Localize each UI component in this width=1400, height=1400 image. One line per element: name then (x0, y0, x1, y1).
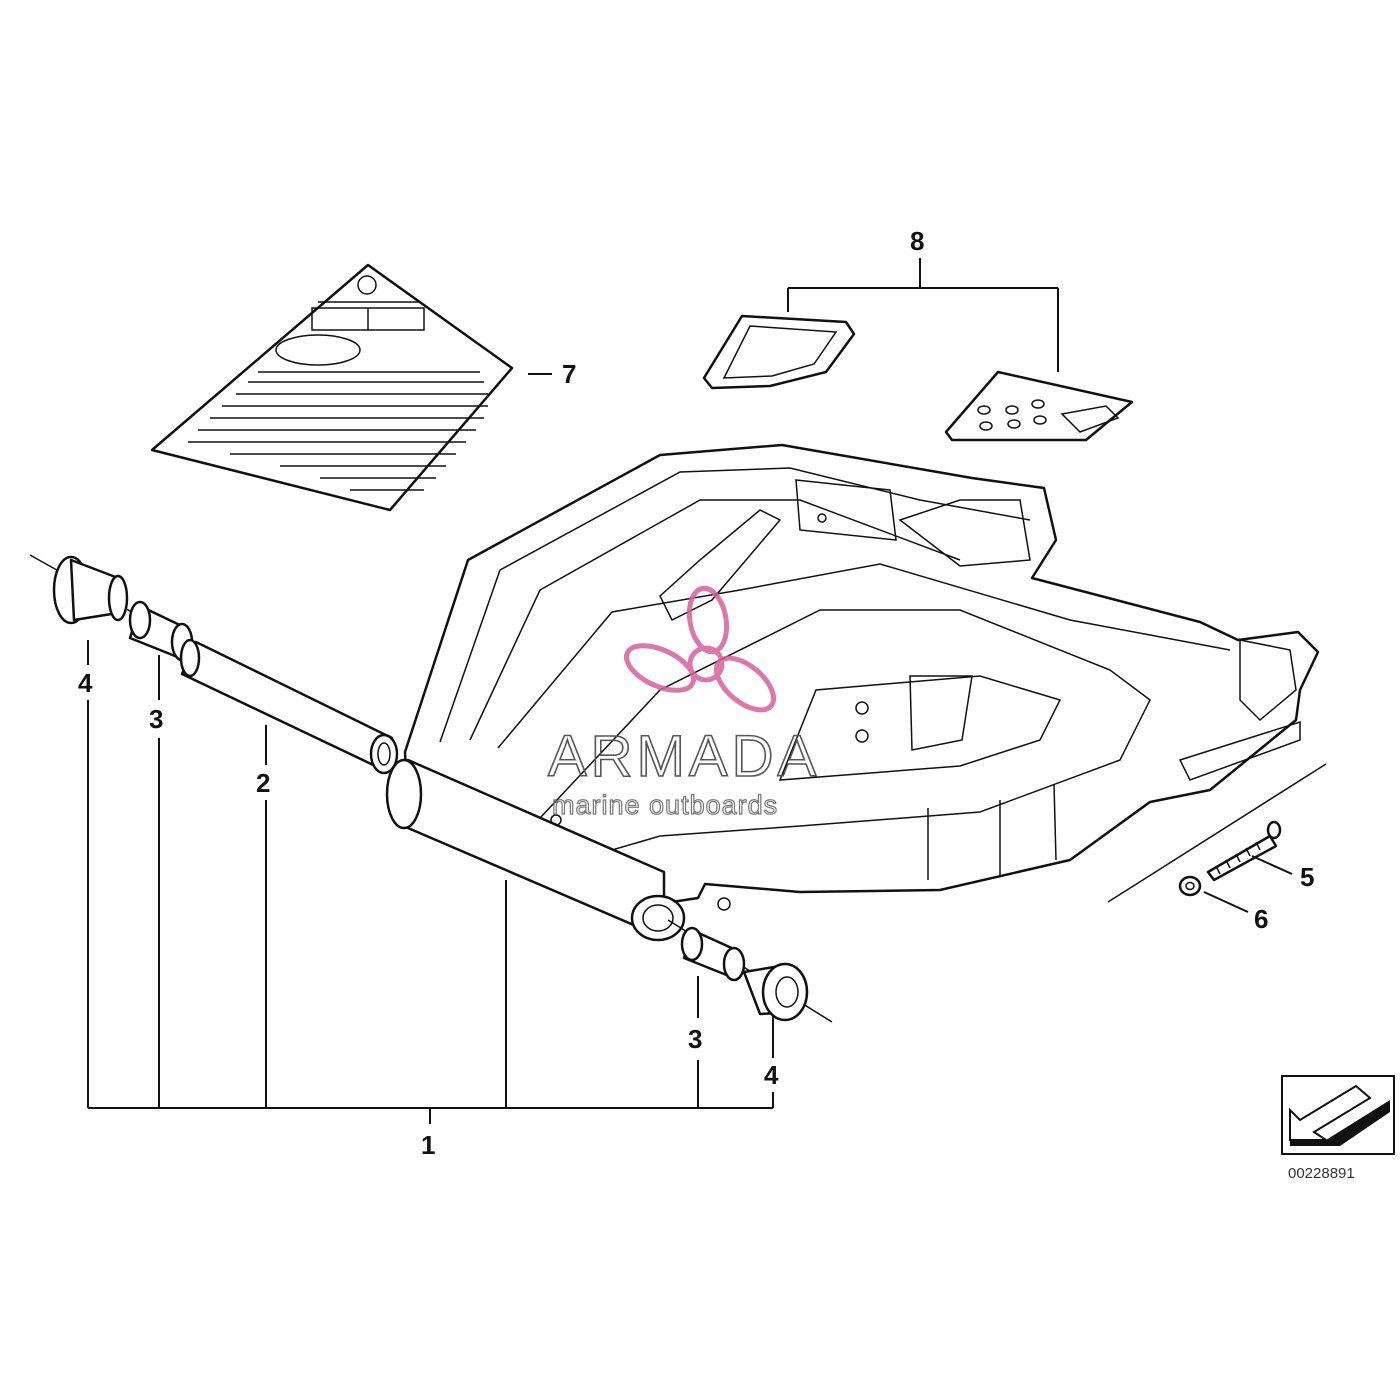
callout-6: 6 (1254, 904, 1268, 934)
axle-shaft (179, 638, 399, 775)
callout-4-right: 4 (764, 1060, 779, 1090)
cover-plate-lower (944, 370, 1134, 442)
leader-tree-1 (87, 640, 774, 1124)
watermark-brand: ARMADA (548, 724, 820, 789)
leader-line-6 (1203, 891, 1249, 913)
callout-3-left: 3 (149, 704, 163, 734)
callout-2: 2 (256, 768, 270, 798)
callout-5: 5 (1300, 862, 1314, 892)
callout-1: 1 (421, 1130, 435, 1160)
callout-7: 7 (562, 359, 576, 389)
nut (1178, 875, 1202, 897)
swing-arm (403, 443, 1320, 911)
reference-number: 00228891 (1288, 1165, 1355, 1182)
pivot-tube (385, 758, 686, 942)
watermark-tagline: marine outboards (552, 790, 778, 820)
bushing-flange-left (52, 555, 129, 625)
armada-logo-icon (623, 585, 776, 713)
bushing-right (680, 926, 746, 982)
bushing-flange-right (742, 962, 809, 1022)
callout-3-right: 3 (688, 1024, 702, 1054)
leader-line-5 (1251, 855, 1293, 875)
callout-4-left: 4 (78, 668, 93, 698)
callout-8: 8 (910, 226, 924, 256)
bolt-screw (1107, 763, 1327, 903)
leader-bracket-8 (787, 258, 1059, 372)
warning-label-sticker (150, 263, 514, 512)
cover-plate-upper (702, 314, 856, 390)
orientation-arrow-icon (1281, 1075, 1395, 1155)
